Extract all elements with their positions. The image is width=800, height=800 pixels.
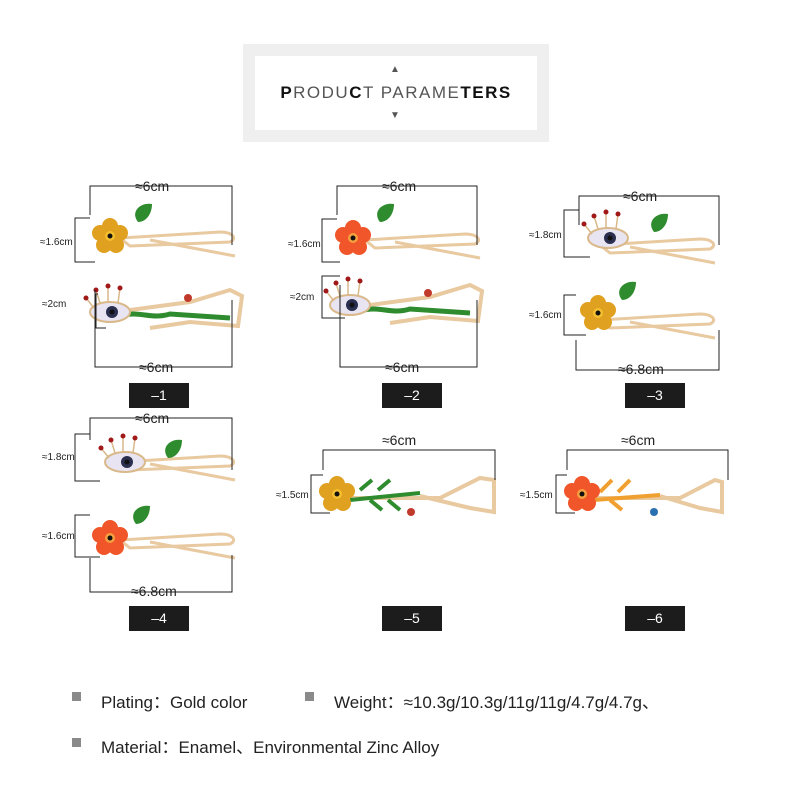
- down-arrow-icon: ▼: [390, 110, 400, 121]
- variant-2-bottom-clip: [322, 275, 483, 324]
- spec-material: Material：Enamel、Environmental Zinc Alloy: [101, 738, 440, 757]
- variant-5-height: ≈1.5cm: [276, 490, 309, 501]
- variant-badge-5: –5: [382, 606, 442, 631]
- bullet-icon: [305, 692, 314, 701]
- variant-1-bottom-height: ≈2cm: [42, 299, 66, 310]
- variant-badge-1: –1: [129, 383, 189, 408]
- variant-4-top-width: ≈6cm: [135, 410, 169, 426]
- variant-5-dimension-lines: [310, 449, 496, 514]
- variant-4-top-clip: [97, 432, 237, 482]
- header-inner: [255, 56, 537, 130]
- variant-2-top-width: ≈6cm: [382, 178, 416, 194]
- variant-badge-6: –6: [625, 606, 685, 631]
- variant-3-dimension-lines: [563, 195, 720, 371]
- variant-3-top-clip: [580, 208, 717, 265]
- variant-4-dimension-lines: [74, 417, 233, 593]
- variant-3-bottom-clip: [580, 281, 717, 340]
- variant-badge-3: –3: [625, 383, 685, 408]
- variant-2-top-height: ≈1.6cm: [288, 239, 321, 250]
- variant-3-top-height: ≈1.8cm: [529, 230, 562, 241]
- bullet-icon: [72, 692, 81, 701]
- variant-1-bottom-width: ≈6cm: [139, 359, 173, 375]
- variant-2-dimension-lines: [321, 185, 478, 368]
- up-arrow-icon: ▲: [390, 64, 400, 75]
- variant-6-width: ≈6cm: [621, 432, 655, 448]
- variant-6-dimension-lines: [555, 449, 729, 514]
- spec-weight: Weight：≈10.3g/10.3g/11g/11g/4.7g/4.7g、: [334, 693, 660, 712]
- variant-6-clip: [564, 476, 724, 516]
- variant-4-top-height: ≈1.8cm: [42, 452, 75, 463]
- variant-3-bottom-width: ≈6.8cm: [618, 361, 664, 377]
- variant-5-clip: [319, 475, 496, 516]
- variant-2-bottom-width: ≈6cm: [385, 359, 419, 375]
- variant-6-height: ≈1.5cm: [520, 490, 553, 501]
- bullet-icon: [72, 738, 81, 747]
- variant-3-top-width: ≈6cm: [623, 188, 657, 204]
- page-title: PRODUCT PARAMETERS: [280, 83, 512, 102]
- variant-1-top-clip: [92, 203, 237, 258]
- variant-1-dimension-lines: [74, 185, 233, 368]
- variant-badge-4: –4: [129, 606, 189, 631]
- variant-3-bottom-height: ≈1.6cm: [529, 310, 562, 321]
- variant-1-top-width: ≈6cm: [135, 178, 169, 194]
- variant-badge-2: –2: [382, 383, 442, 408]
- variant-5-width: ≈6cm: [382, 432, 416, 448]
- variant-2-top-clip: [335, 203, 482, 260]
- spec-plating: Plating：Gold color: [101, 693, 248, 712]
- variant-4-bottom-width: ≈6.8cm: [131, 583, 177, 599]
- variant-4-bottom-height: ≈1.6cm: [42, 531, 75, 542]
- variant-1-bottom-clip: [82, 282, 243, 329]
- variant-1-top-height: ≈1.6cm: [40, 237, 73, 248]
- variant-4-bottom-clip: [92, 505, 237, 560]
- variant-2-bottom-height: ≈2cm: [290, 292, 314, 303]
